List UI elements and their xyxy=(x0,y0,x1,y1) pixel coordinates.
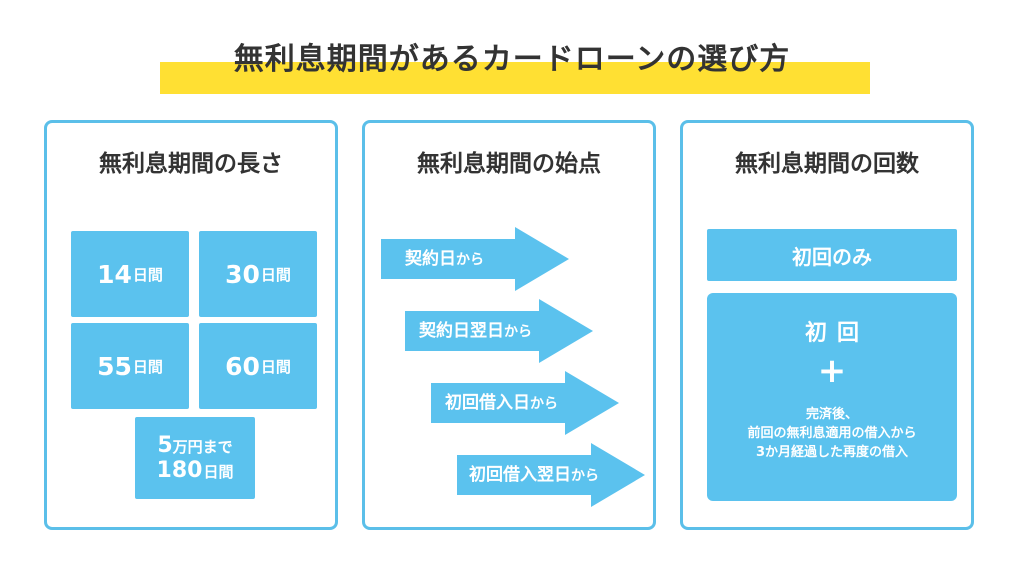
plus-icon: + xyxy=(817,351,847,391)
page-title: 無利息期間があるカードローンの選び方 xyxy=(233,42,791,77)
arrow-1-label: 契約日から xyxy=(405,249,484,269)
panel-length-title: 無利息期間の長さ xyxy=(99,151,283,177)
title-area: 無利息期間があるカードローンの選び方 xyxy=(0,38,1024,98)
arrow-4 xyxy=(457,443,645,507)
panel-start: 無利息期間の始点 契約日から 契約日翌日から 初回借入日から 初回借入翌日から xyxy=(362,120,656,530)
arrow-2 xyxy=(405,299,593,363)
panel-start-title: 無利息期間の始点 xyxy=(417,151,601,177)
panel-count: 無利息期間の回数 初回のみ 初回 + 完済後、 前回の無利息適用の借入から 3か… xyxy=(680,120,974,530)
arrows-layer xyxy=(381,227,645,507)
arrow-3 xyxy=(431,371,619,435)
arrow-2-label: 契約日翌日から xyxy=(419,321,532,341)
repeat-description: 完済後、 前回の無利息適用の借入から 3か月経過した再度の借入 xyxy=(747,407,917,460)
length-180-line2: 180日間 xyxy=(156,458,234,483)
arrow-1 xyxy=(381,227,569,291)
title-highlight xyxy=(160,62,870,94)
arrow-4-label: 初回借入翌日から xyxy=(469,465,599,485)
length-180-line1: 5万円まで xyxy=(157,432,233,458)
arrow-3-label: 初回借入日から xyxy=(445,393,558,413)
panel-count-title: 無利息期間の回数 xyxy=(735,151,919,177)
first-label: 初回 xyxy=(804,321,869,346)
first-only-box: 初回のみ xyxy=(707,229,957,281)
first-plus-box: 初回 + 完済後、 前回の無利息適用の借入から 3か月経過した再度の借入 xyxy=(707,293,957,501)
length-box-180: 5万円まで 180日間 xyxy=(135,417,255,499)
